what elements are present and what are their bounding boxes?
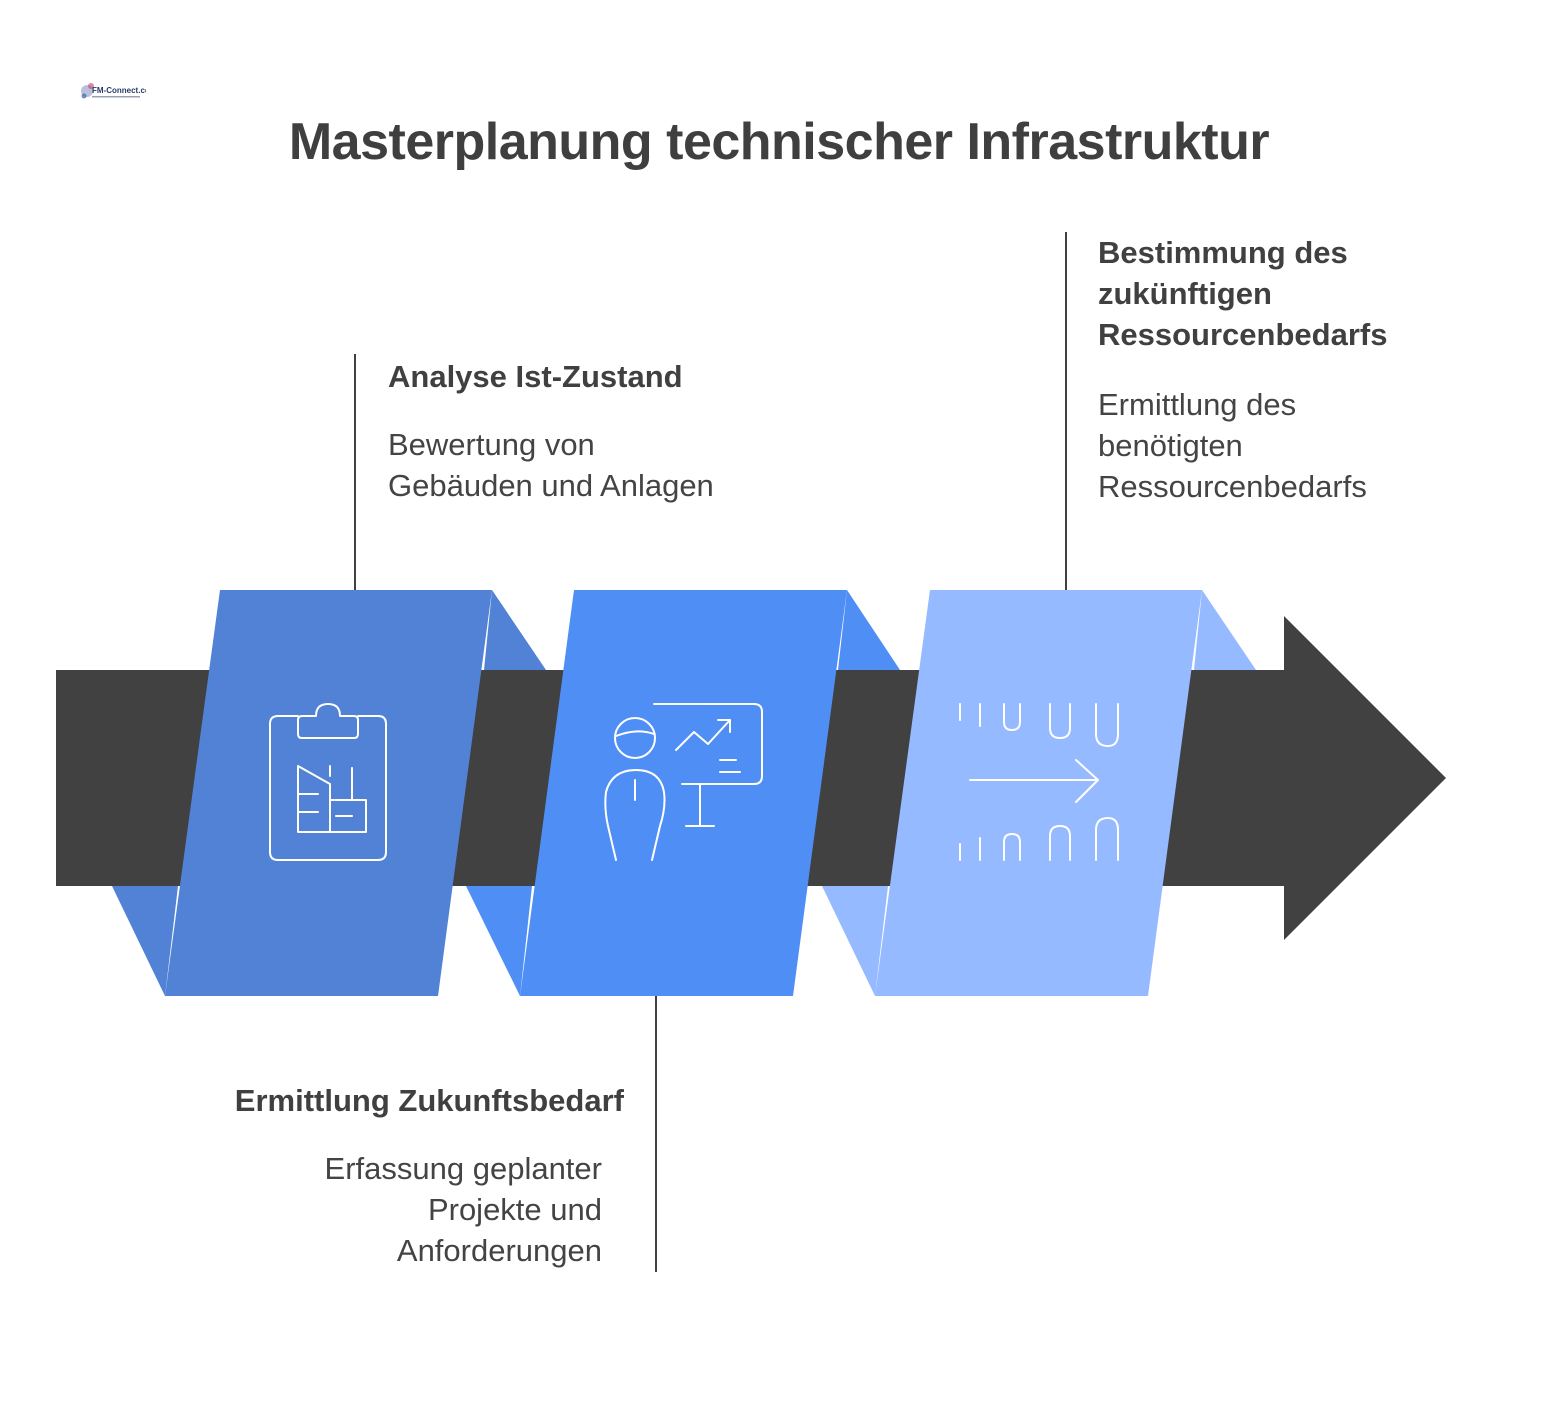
step3-description: Ermittlung des benötigten Ressourcenbeda… (1098, 387, 1367, 504)
step2-fold-top (838, 590, 900, 670)
step1-card (165, 590, 492, 996)
page-title: Masterplanung technischer Infrastruktur (288, 113, 1270, 171)
step3-title: Bestimmung des zukünftigen Ressourcenbed… (1098, 235, 1388, 352)
growth-arrow-icon (959, 703, 1119, 861)
step1-fold-bottom (112, 886, 178, 996)
step2-title: Ermittlung Zukunftsbedarf (234, 1083, 624, 1118)
step3-card (875, 590, 1202, 996)
logo-text: FM-Connect.com (92, 86, 146, 95)
step2-panel (466, 590, 900, 996)
step1-fold-top (484, 590, 546, 670)
step1-panel (112, 590, 546, 996)
step3-panel (822, 590, 1256, 996)
step2-card (520, 590, 847, 996)
step2-fold-bottom (466, 886, 532, 996)
logo-mark (81, 83, 94, 99)
step2-description: Erfassung geplanter Projekte und Anforde… (324, 1151, 602, 1268)
step1-description: Bewertung von Gebäuden und Anlagen (388, 427, 714, 503)
presenter-chart-icon (604, 703, 763, 861)
arrow-head (1284, 616, 1446, 940)
clipboard-buildings-icon (269, 703, 387, 861)
step3-fold-top (1194, 590, 1256, 670)
step3-fold-bottom (822, 886, 888, 996)
step1-title: Analyse Ist-Zustand (388, 359, 683, 394)
fm-connect-logo: FM-Connect.com (81, 83, 146, 99)
